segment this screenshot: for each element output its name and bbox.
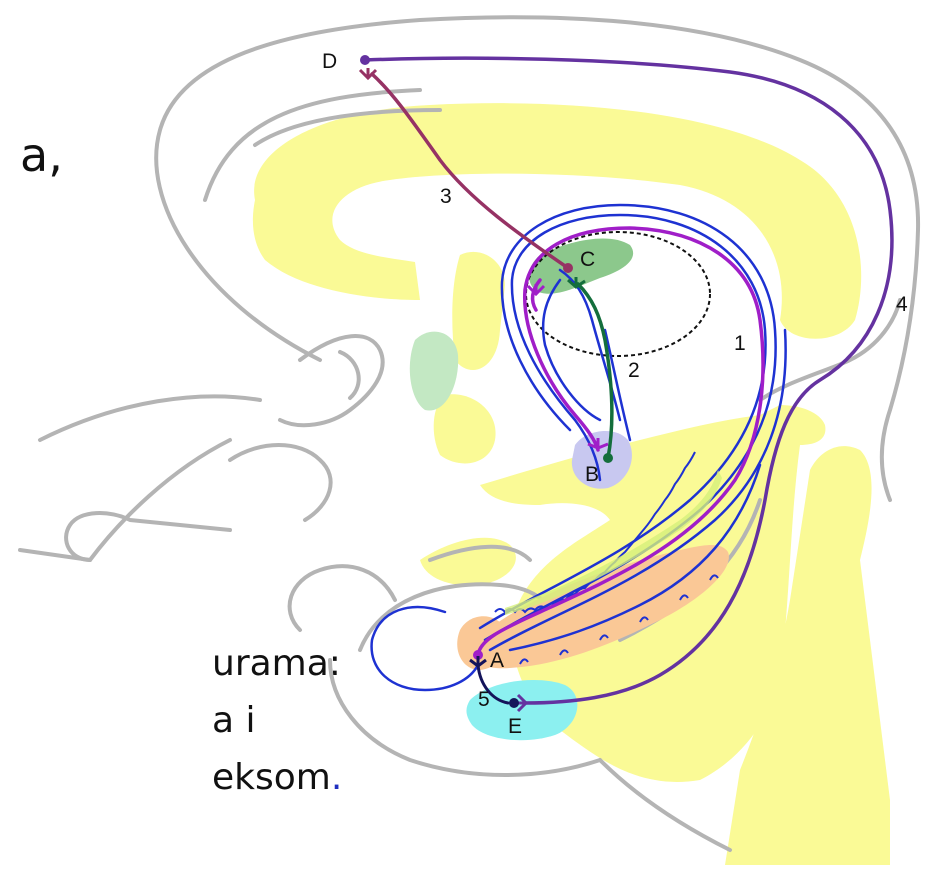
label-2: 2 <box>628 359 640 382</box>
label-C: C <box>580 248 595 271</box>
label-B: B <box>585 463 599 486</box>
neuron-B-body <box>603 453 613 463</box>
neuron-D-body <box>360 55 370 65</box>
label-4: 4 <box>896 293 908 316</box>
label-1: 1 <box>734 332 746 355</box>
label-3: 3 <box>440 185 452 208</box>
neuron-E-body <box>509 698 519 708</box>
ventricle-region <box>253 103 890 865</box>
label-E: E <box>508 715 522 738</box>
label-A: A <box>490 649 504 672</box>
label-D: D <box>322 50 337 73</box>
neuron-C-body <box>563 263 573 273</box>
label-5: 5 <box>478 688 490 711</box>
